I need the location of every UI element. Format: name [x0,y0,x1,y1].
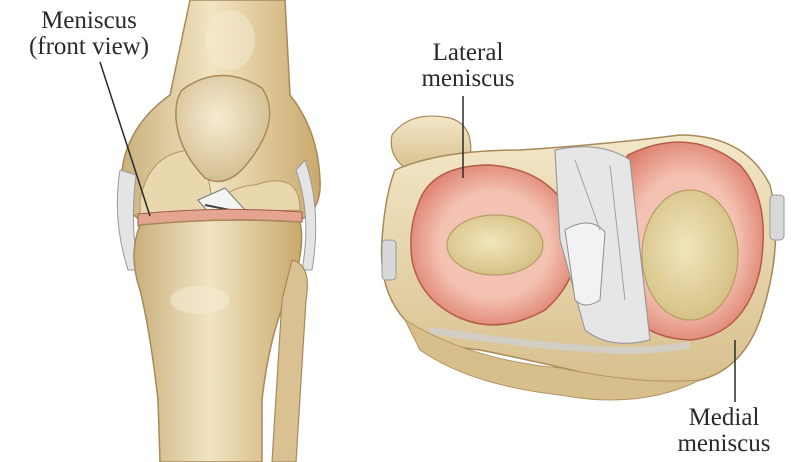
lateral-meniscus-label-line2: meniscus [408,66,528,92]
medial-meniscus-label: Medial meniscus [660,405,788,457]
medial-meniscus-label-line1: Medial [660,405,788,431]
front-view-label-line2: (front view) [6,34,172,60]
medial-meniscus-label-line2: meniscus [660,431,788,457]
tibial-plateau-top-view [381,116,784,400]
front-view-label: Meniscus (front view) [6,8,172,60]
front-view-knee [117,0,320,462]
lateral-meniscus-label: Lateral meniscus [408,40,528,92]
lateral-articular-cartilage [447,215,543,275]
lateral-meniscus-label-line1: Lateral [408,40,528,66]
front-view-label-line1: Meniscus [6,8,172,34]
medial-articular-cartilage [642,190,738,320]
